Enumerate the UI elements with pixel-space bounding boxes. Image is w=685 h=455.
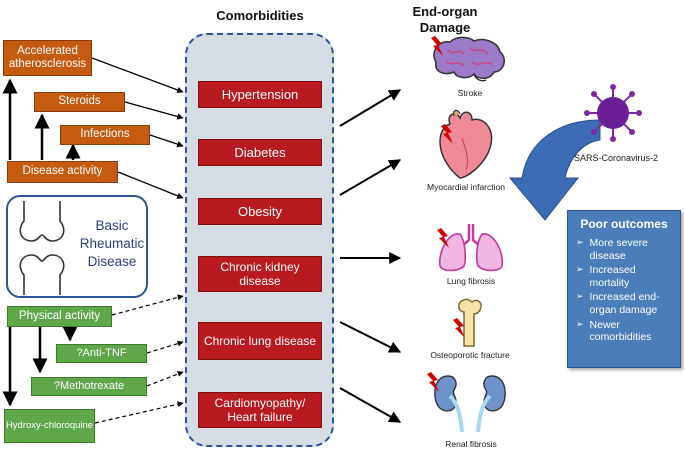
arrow-bullet-icon: ➢ bbox=[576, 237, 584, 247]
comorbidity-obesity: Obesity bbox=[198, 198, 322, 225]
heart-icon bbox=[439, 109, 493, 179]
renal-label: Renal fibrosis bbox=[445, 439, 497, 449]
stroke-label: Stroke bbox=[457, 88, 483, 98]
list-item: ➢Increased mortality bbox=[576, 264, 636, 289]
poor-outcomes-list: ➢More severe disease ➢Increased mortalit… bbox=[576, 237, 672, 344]
virus-label: SARS-Coronavirus-2 bbox=[573, 153, 659, 163]
arrow-to-bone bbox=[339, 321, 402, 353]
comorbidity-hypertension: Hypertension bbox=[198, 81, 322, 108]
arrow-bullet-icon: ➢ bbox=[576, 318, 584, 329]
disease-activity-box: Disease activity bbox=[7, 161, 118, 183]
comorbidity-cardiomyopathy: Cardiomyopathy/ Heart failure bbox=[198, 392, 322, 428]
arrow-to-renal bbox=[339, 387, 402, 423]
lightning-icon-bone bbox=[453, 318, 465, 338]
lungs-icon bbox=[438, 224, 504, 272]
arrow-to-stroke bbox=[339, 89, 402, 127]
steroids-box: Steroids bbox=[34, 92, 125, 112]
basic-rheumatic-disease-box: Basic Rheumatic Disease bbox=[6, 195, 148, 298]
arrow-methotrexate-to-panel bbox=[146, 371, 184, 387]
brain-icon bbox=[433, 36, 505, 82]
virus-icon bbox=[584, 84, 642, 142]
arrow-to-mi bbox=[339, 159, 402, 196]
list-item: ➢Newer comorbidities bbox=[576, 318, 652, 344]
curved-arrow-to-outcomes bbox=[508, 119, 601, 221]
anti-tnf-box: ?Anti-TNF bbox=[56, 344, 147, 363]
arrow-hydroxychloroquine-to-panel bbox=[94, 401, 184, 424]
hydroxychloroquine-box: Hydroxy-chloroquine bbox=[4, 409, 95, 443]
lung-label: Lung fibrosis bbox=[446, 276, 496, 286]
arrow-infections-to-panel bbox=[149, 134, 184, 148]
comorbidity-chronic-kidney: Chronic kidney disease bbox=[198, 256, 322, 292]
lightning-icon-kidney bbox=[427, 372, 439, 392]
arrow-physical-activity-to-panel bbox=[111, 294, 184, 316]
arrow-bullet-icon: ➢ bbox=[576, 264, 584, 275]
accelerated-atherosclerosis-box: Accelerated atherosclerosis bbox=[3, 40, 92, 76]
infections-box: Infections bbox=[60, 125, 150, 145]
kidneys-icon bbox=[434, 375, 506, 433]
poor-outcomes-title: Poor outcomes bbox=[580, 217, 668, 231]
arrow-steroids-to-panel bbox=[124, 101, 184, 120]
bone-label: Osteoporotic fracture bbox=[430, 350, 510, 360]
mi-label: Myocardial infarction bbox=[427, 182, 505, 192]
arrow-disease-activity-to-panel bbox=[117, 171, 184, 199]
poor-outcomes-box: Poor outcomes ➢More severe disease ➢Incr… bbox=[567, 210, 681, 368]
arrow-anti-tnf-to-panel bbox=[146, 340, 184, 354]
basic-rheumatic-disease-label: Basic Rheumatic Disease bbox=[79, 218, 145, 270]
physical-activity-box: Physical activity bbox=[7, 306, 112, 327]
end-organ-heading: End-organ Damage bbox=[412, 4, 478, 35]
arrow-bullet-icon: ➢ bbox=[576, 291, 584, 302]
arrow-atherosclerosis-to-panel bbox=[91, 57, 184, 93]
list-item: ➢Increased end-organ damage bbox=[576, 291, 660, 316]
list-item: ➢More severe disease bbox=[576, 237, 648, 262]
lightning-icon-stroke bbox=[431, 36, 443, 56]
methotrexate-box: ?Methotrexate bbox=[31, 377, 147, 396]
lightning-icon-heart bbox=[441, 124, 453, 144]
comorbidity-diabetes: Diabetes bbox=[198, 139, 322, 166]
joint-icon bbox=[19, 201, 65, 295]
comorbidity-chronic-lung: Chronic lung disease bbox=[198, 322, 322, 360]
lightning-icon-lung bbox=[437, 228, 449, 248]
bone-icon bbox=[458, 298, 482, 347]
comorbidities-heading: Comorbidities bbox=[216, 8, 304, 23]
